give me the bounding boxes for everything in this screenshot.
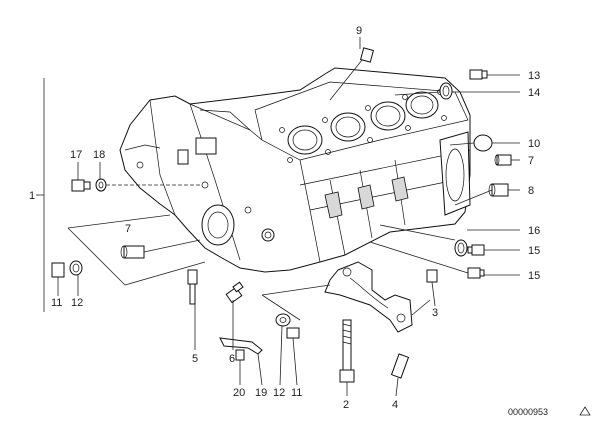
part-12-ring-bottom [275, 313, 291, 327]
part-3-plug [426, 269, 438, 283]
callout-labels: 1 9 13 14 10 7 8 16 15 15 17 18 7 11 12 … [29, 25, 540, 411]
part-20-screw [235, 349, 245, 361]
callout-8: 8 [528, 185, 534, 197]
part-7-dowel-left [120, 245, 145, 259]
callout-7-left: 7 [125, 223, 131, 235]
part-18-ring [95, 178, 107, 192]
callout-3: 3 [432, 307, 438, 319]
callout-14: 14 [528, 87, 540, 99]
engine-block [119, 67, 471, 273]
callout-12-bottom: 12 [273, 387, 285, 399]
part-14-ring [439, 82, 453, 100]
callout-7-right: 7 [528, 155, 534, 167]
callout-16: 16 [528, 225, 540, 237]
part-15-plug-upper [467, 244, 485, 256]
callout-4: 4 [392, 399, 398, 411]
part-13-screw-plug [469, 69, 488, 80]
callout-1: 1 [29, 190, 35, 202]
part-5-sensor [187, 269, 198, 305]
part-12-ring-left [69, 260, 83, 276]
part-10-cap [473, 134, 493, 152]
part-7-dowel-right [494, 154, 512, 166]
callout-9: 9 [356, 25, 362, 37]
part-17-screw [71, 179, 91, 192]
callout-18: 18 [93, 149, 105, 161]
part-2-bolt [339, 319, 355, 383]
callout-11-bottom: 11 [291, 387, 302, 399]
part-15-plug-lower [467, 267, 485, 279]
part-11-plug-bottom [286, 327, 300, 339]
part-9-plug [360, 47, 374, 63]
triangle-icon [579, 406, 591, 416]
callout-17: 17 [70, 149, 82, 161]
callout-20: 20 [233, 387, 245, 399]
part-6-sensor [225, 281, 244, 304]
reference-number: 00000953 [508, 407, 548, 417]
callout-6: 6 [229, 353, 235, 365]
callout-15-upper: 15 [528, 245, 540, 257]
callout-10: 10 [528, 138, 540, 150]
part-11-plug-left [51, 262, 65, 278]
front-bore [201, 204, 235, 246]
callout-11-left: 11 [51, 297, 62, 309]
callout-12-left: 12 [71, 297, 83, 309]
part-4-bolt [390, 353, 410, 379]
callout-13: 13 [528, 70, 540, 82]
part-3-bearing-cap [324, 261, 413, 333]
callout-15-lower: 15 [528, 270, 540, 282]
callout-2: 2 [343, 399, 349, 411]
leader-lines [36, 37, 520, 397]
callout-19: 19 [255, 387, 267, 399]
part-16-ring [454, 239, 468, 257]
callout-5: 5 [192, 353, 198, 365]
